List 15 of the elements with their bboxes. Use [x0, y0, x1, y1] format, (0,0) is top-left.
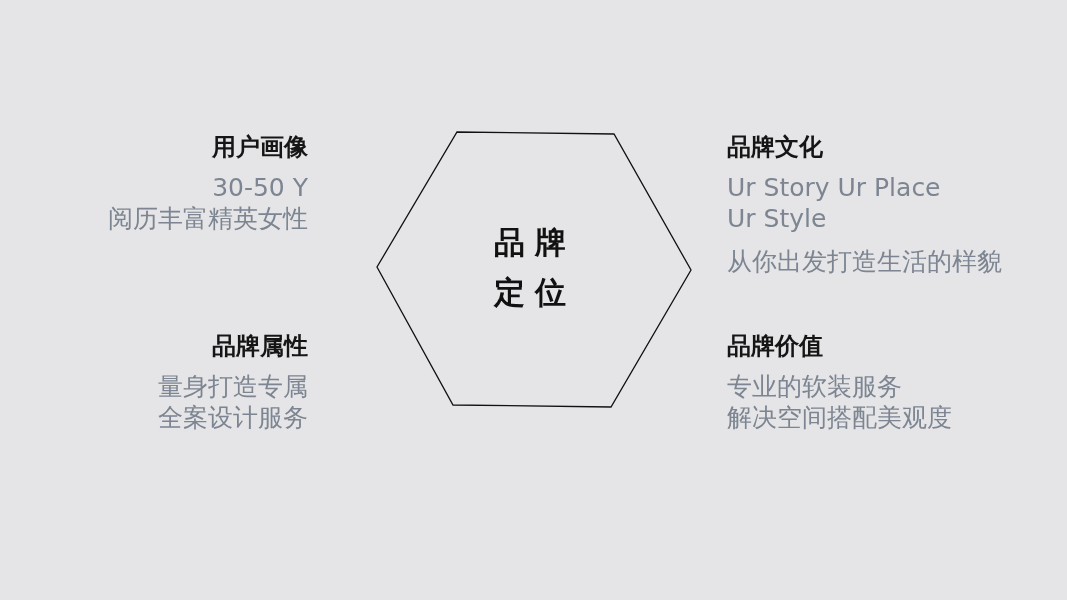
description-text: Ur Story Ur Place: [727, 172, 941, 204]
description-text: 量身打造专属: [158, 371, 308, 403]
description-text: 全案设计服务: [158, 402, 308, 434]
description-text: 阅历丰富精英女性: [108, 203, 308, 235]
section-heading: 品牌价值: [727, 331, 823, 362]
description-text: 解决空间搭配美观度: [727, 402, 952, 434]
description-text: 从你出发打造生活的样貌: [727, 246, 1002, 278]
description-text: 专业的软装服务: [727, 371, 902, 403]
description-text: Ur Style: [727, 203, 827, 235]
section-heading: 品牌文化: [727, 132, 823, 163]
center-title: 品牌定位: [494, 223, 577, 312]
section-heading: 品牌属性: [212, 331, 308, 362]
description-text: 30-50 Y: [212, 172, 308, 204]
section-heading: 用户画像: [212, 132, 308, 163]
hexagon: [376, 131, 692, 408]
